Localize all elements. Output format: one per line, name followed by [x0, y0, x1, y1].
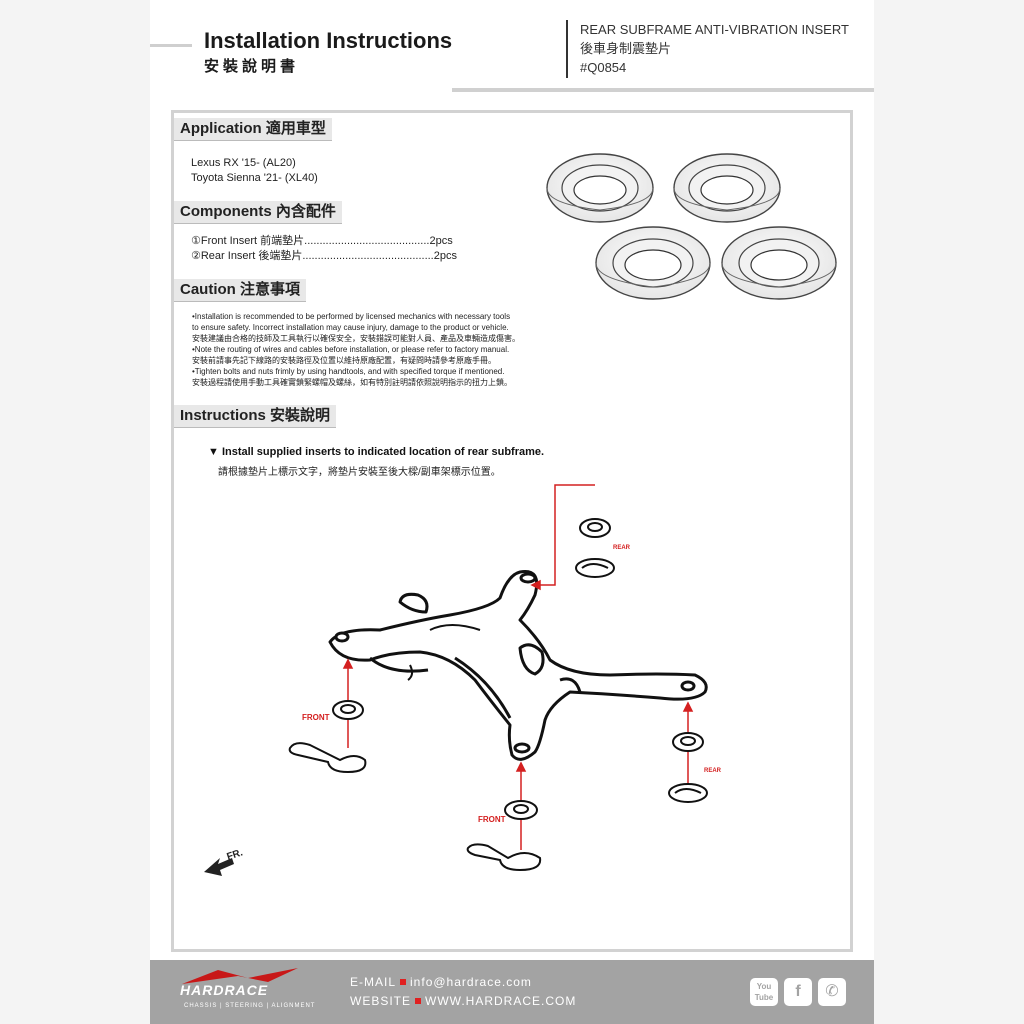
website-link[interactable]: WWW.HARDRACE.COM — [425, 994, 577, 1008]
label-front: FRONT — [302, 713, 330, 722]
product-info: REAR SUBFRAME ANTI-VIBRATION INSERT 後車身制… — [580, 20, 849, 77]
bullet-square-icon — [400, 979, 407, 985]
header-divider — [566, 20, 568, 78]
label-rear: REAR — [704, 768, 722, 774]
rear-right-arrow — [530, 484, 595, 591]
insert-ring-icon — [721, 226, 837, 300]
component-item: ②Rear Insert 後端墊片.......................… — [191, 250, 457, 262]
direction-label: FR. — [226, 847, 245, 863]
instruction-step: ▼ Install supplied inserts to indicated … — [208, 446, 545, 458]
component-item: ①Front Insert 前端墊片......................… — [191, 235, 453, 247]
insert-ring-icon — [595, 226, 711, 300]
document-title-cn: 安裝說明書 — [204, 57, 300, 75]
instructions-heading: Instructions 安裝說明 — [174, 405, 337, 428]
header-rule-right — [452, 88, 874, 92]
hardrace-logo-swoosh-icon — [182, 968, 298, 984]
insert-ring-icon — [546, 153, 654, 223]
insert-rear-right — [668, 732, 708, 803]
youtube-icon[interactable]: You Tube — [750, 978, 778, 1006]
email-label: E-MAIL — [350, 975, 397, 989]
inserts-illustration — [546, 153, 837, 300]
bullet-square-icon — [415, 998, 422, 1004]
components-heading: Components 內含配件 — [174, 201, 342, 224]
facebook-icon[interactable]: f — [784, 978, 812, 1006]
insert-front-left — [288, 700, 367, 774]
caution-heading: Caution 注意事項 — [174, 279, 306, 302]
document-title: Installation Instructions — [204, 28, 453, 53]
insert-ring-icon — [673, 153, 781, 223]
insert-front-right — [466, 800, 542, 872]
caution-line: 安裝過程請使用手動工具確實鎖緊螺帽及螺絲，如有特別註明請依照說明指示的扭力上鎖。 — [192, 378, 512, 387]
caution-line: to ensure safety. Incorrect installation… — [192, 323, 509, 332]
subframe-illustration — [328, 569, 708, 761]
insert-rear-top — [575, 518, 615, 578]
caution-text: •Installation is recommended to be perfo… — [192, 311, 520, 388]
email-link[interactable]: info@hardrace.com — [410, 975, 532, 989]
hardrace-logo: HARDRACE — [180, 982, 269, 998]
part-number: #Q0854 — [580, 60, 627, 75]
hardrace-logo-tagline: CHASSIS | STEERING | ALIGNMENT — [184, 1003, 316, 1009]
application-heading: Application 適用車型 — [174, 118, 332, 141]
footer-website: WEBSITE WWW.HARDRACE.COM — [350, 994, 576, 1008]
product-name-en: REAR SUBFRAME ANTI-VIBRATION INSERT — [580, 22, 849, 37]
subframe-diagram: REAR FRONT FRONT REAR FR. — [204, 484, 722, 876]
website-label: WEBSITE — [350, 994, 412, 1008]
label-front: FRONT — [478, 815, 506, 824]
wechat-icon[interactable]: ✆ — [818, 978, 846, 1006]
caution-line: •Tighten bolts and nuts frimly by using … — [192, 367, 505, 376]
caution-line: •Installation is recommended to be perfo… — [192, 312, 511, 321]
instruction-step-cn: 請根據墊片上標示文字，將墊片安裝至後大樑/副車架標示位置。 — [218, 467, 501, 478]
label-rear: REAR — [613, 545, 631, 551]
application-item: Toyota Sienna '21- (XL40) — [191, 172, 318, 184]
front-direction-arrow-icon — [204, 858, 234, 876]
caution-line: •Note the routing of wires and cables be… — [192, 345, 510, 354]
product-name-cn: 後車身制震墊片 — [580, 41, 672, 56]
application-item: Lexus RX '15- (AL20) — [191, 157, 296, 169]
caution-line: 安裝前請事先記下線路的安裝路徑及位置以維持原廠配置，有疑問時請參考原廠手冊。 — [192, 356, 496, 365]
caution-line: 安裝建議由合格的技師及工具執行以確保安全，安裝錯誤可能對人員、產品及車輛造成傷害… — [192, 334, 520, 343]
footer-email: E-MAIL info@hardrace.com — [350, 975, 532, 989]
header-rule-left — [150, 44, 192, 47]
